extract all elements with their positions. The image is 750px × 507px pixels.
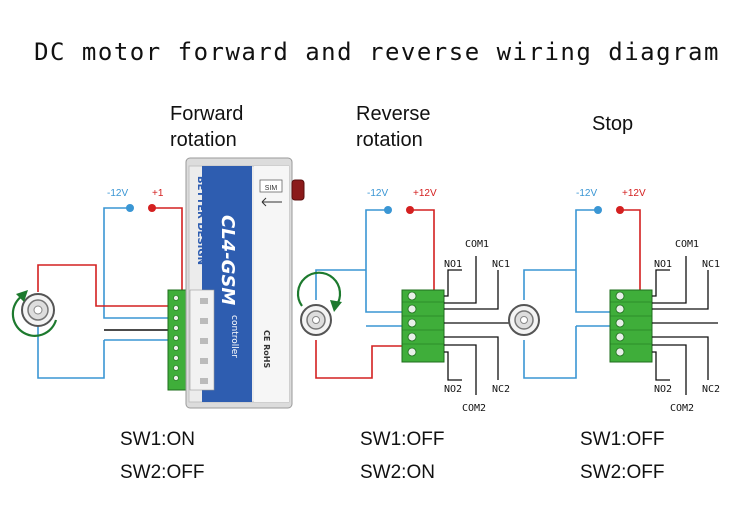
negative-terminal-dot bbox=[126, 204, 134, 212]
negative-wires bbox=[315, 209, 406, 327]
panel-reverse-heading-line1: Reverse bbox=[356, 103, 430, 125]
panel-forward-heading-line2: rotation bbox=[170, 129, 237, 151]
sim-label: SIM bbox=[265, 185, 278, 192]
cert-label: CE RoHS bbox=[262, 330, 271, 368]
controller-terminal-strip bbox=[167, 289, 191, 391]
relay-terminal-block bbox=[401, 289, 445, 363]
positive-terminal-label: +12V bbox=[413, 188, 437, 199]
negative-terminal-dot bbox=[384, 206, 392, 214]
rotation-arrow-icon bbox=[11, 295, 58, 337]
positive-terminal-label: +1 bbox=[152, 188, 164, 199]
positive-terminal-label: +12V bbox=[622, 188, 646, 199]
panel-forward-sw1: SW1:ON bbox=[120, 429, 195, 450]
positive-wires bbox=[612, 209, 641, 299]
nc2-label: NC2 bbox=[702, 384, 720, 395]
positive-terminal-dot bbox=[148, 204, 156, 212]
negative-terminal-label: -12V bbox=[367, 188, 388, 199]
panel-forward-sw2: SW2:OFF bbox=[120, 462, 204, 483]
motor bbox=[300, 304, 332, 336]
com2-label: COM2 bbox=[670, 403, 694, 414]
panel-forward: Forward rotation -12V +1 bbox=[11, 103, 305, 483]
positive-terminal-dot bbox=[616, 206, 624, 214]
rotation-arrow-icon bbox=[296, 271, 342, 307]
no2-label: NO2 bbox=[654, 384, 672, 395]
negative-terminal-label: -12V bbox=[107, 188, 128, 199]
positive-wires bbox=[37, 207, 188, 313]
negative-wires bbox=[523, 209, 612, 379]
positive-terminal-dot bbox=[406, 206, 414, 214]
relay-terminal-block bbox=[609, 289, 653, 363]
gsm-controller: SIM BETTER DESIGN CL4-GSM controller CE … bbox=[185, 157, 305, 409]
com1-label: COM1 bbox=[675, 239, 699, 250]
panel-reverse-sw2: SW2:ON bbox=[360, 462, 435, 483]
negative-wires bbox=[37, 207, 188, 379]
com1-label: COM1 bbox=[465, 239, 489, 250]
motor bbox=[21, 293, 55, 327]
nc1-label: NC1 bbox=[702, 259, 720, 270]
panel-forward-heading-line1: Forward bbox=[170, 103, 243, 125]
controller-subtitle: controller bbox=[229, 315, 239, 358]
relay-wires bbox=[652, 256, 718, 395]
nc2-label: NC2 bbox=[492, 384, 510, 395]
nc1-label: NC1 bbox=[492, 259, 510, 270]
panel-stop: Stop -12V +12V bbox=[508, 113, 720, 483]
model-label: CL4-GSM bbox=[217, 215, 238, 305]
brand-label: BETTER DESIGN bbox=[195, 176, 206, 265]
panel-stop-sw1: SW1:OFF bbox=[580, 429, 664, 450]
com2-label: COM2 bbox=[462, 403, 486, 414]
panel-stop-heading: Stop bbox=[592, 113, 633, 135]
diagram-title: DC motor forward and reverse wiring diag… bbox=[34, 38, 720, 66]
panel-reverse-sw1: SW1:OFF bbox=[360, 429, 444, 450]
no2-label: NO2 bbox=[444, 384, 462, 395]
no1-label: NO1 bbox=[444, 259, 462, 270]
negative-terminal-label: -12V bbox=[576, 188, 597, 199]
relay-wires bbox=[444, 256, 510, 395]
panel-reverse: Reverse rotation -12V +12V bbox=[296, 103, 510, 483]
panel-stop-sw2: SW2:OFF bbox=[580, 462, 664, 483]
negative-terminal-dot bbox=[594, 206, 602, 214]
panel-reverse-heading-line2: rotation bbox=[356, 129, 423, 151]
rotation-arrowhead-icon bbox=[16, 290, 28, 302]
sim-arrow-icon bbox=[261, 197, 282, 207]
no1-label: NO1 bbox=[654, 259, 672, 270]
motor bbox=[508, 304, 540, 336]
rotation-arrowhead-icon bbox=[330, 300, 342, 312]
